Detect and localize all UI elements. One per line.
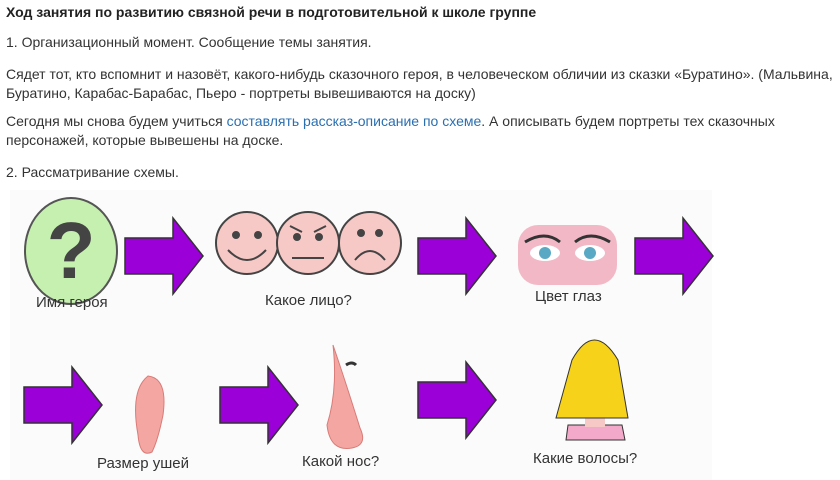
step-2-text: 2. Рассматривание схемы.	[6, 164, 179, 180]
intro-line-1: Сядет тот, кто вспомнит и назовёт, каког…	[6, 66, 833, 82]
today-line-2: персонажей, которые вывешены на доске.	[6, 132, 284, 148]
page-title: Ход занятия по развитию связной речи в п…	[6, 4, 537, 20]
label-face: Какое лицо?	[265, 292, 352, 309]
today-text: Сегодня мы снова будем учиться	[6, 113, 227, 129]
svg-text:?: ?	[47, 206, 96, 295]
question-circle-icon: ?	[24, 197, 118, 305]
ear-icon	[135, 375, 165, 454]
label-eyes: Цвет глаз	[535, 288, 602, 305]
hair-icon	[555, 339, 629, 441]
faces-icon	[215, 211, 402, 275]
description-scheme-image: ? Имя героя Какое лицо? Цвет глаз Размер…	[10, 190, 714, 480]
today-text-after: . А описывать будем портреты тех сказочн…	[481, 113, 775, 129]
intro-paragraph: Сядет тот, кто вспомнит и назовёт, каког…	[6, 65, 833, 103]
today-paragraph: Сегодня мы снова будем учиться составлят…	[6, 112, 775, 150]
nose-icon	[326, 344, 364, 450]
label-nose: Какой нос?	[302, 453, 379, 470]
eyes-icon	[518, 225, 617, 285]
intro-line-2: Буратино, Карабас-Барабас, Пьеро - портр…	[6, 85, 476, 101]
label-hair: Какие волосы?	[533, 450, 637, 467]
scheme-description-link[interactable]: составлять рассказ-описание по схеме	[226, 113, 482, 129]
label-ear-size: Размер ушей	[97, 455, 189, 472]
label-hero-name: Имя героя	[36, 294, 108, 311]
step-1-text: 1. Организационный момент. Сообщение тем…	[6, 34, 372, 50]
